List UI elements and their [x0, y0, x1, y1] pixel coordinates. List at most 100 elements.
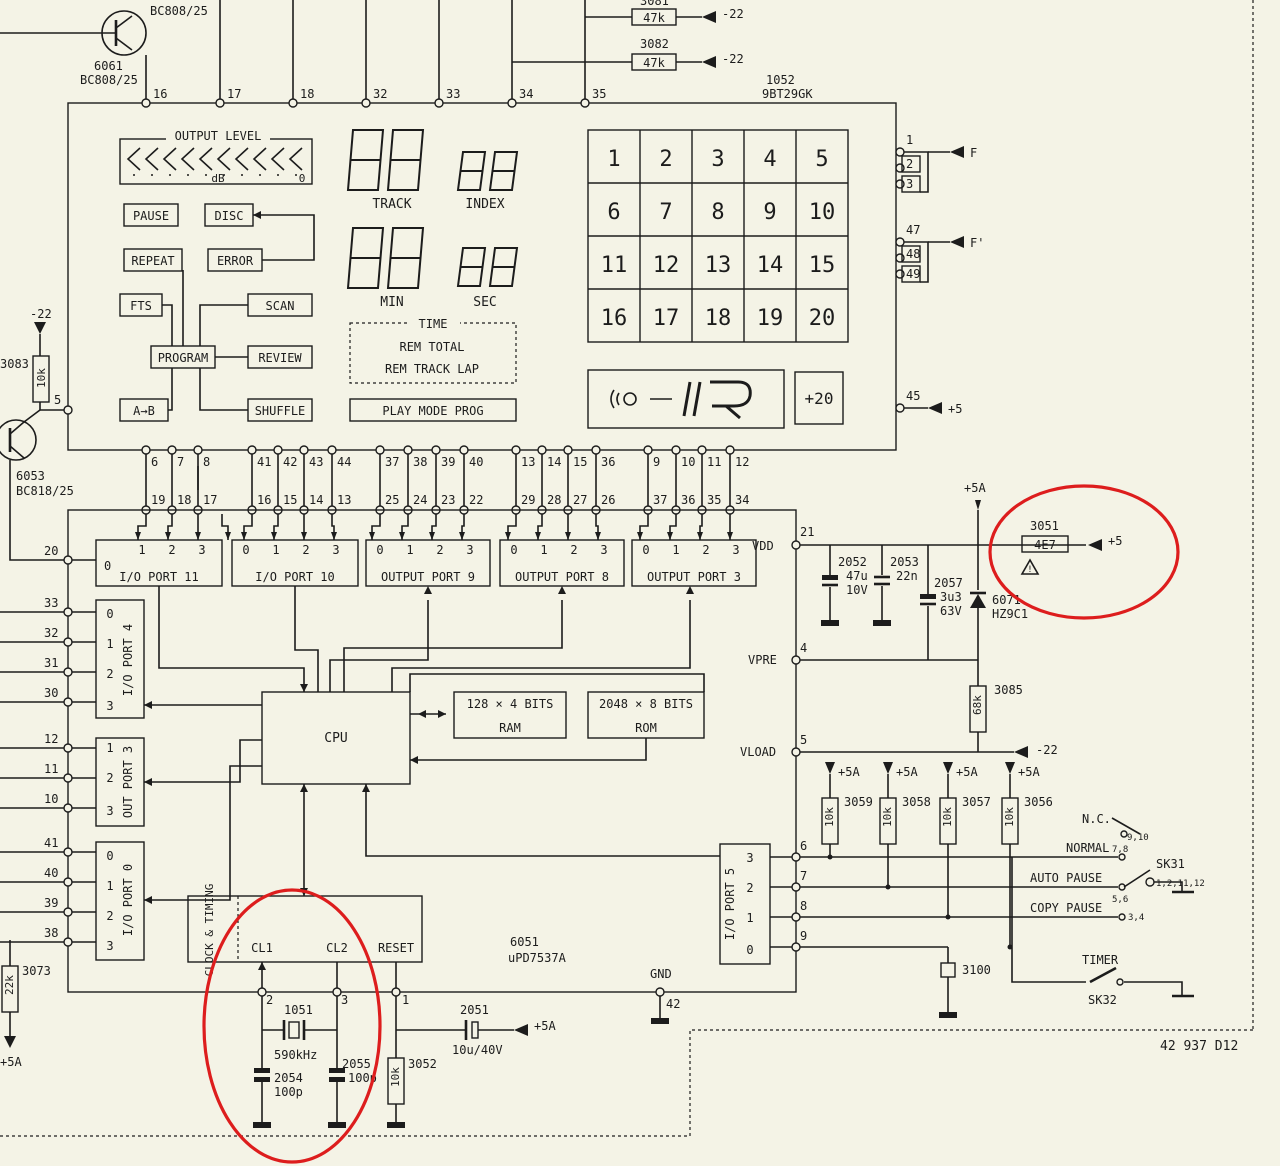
svg-text:2: 2 — [106, 909, 113, 923]
svg-text:OUTPUT PORT 9: OUTPUT PORT 9 — [381, 570, 475, 584]
display-pin-label: 7 — [177, 455, 184, 469]
grid-cell: 13 — [705, 253, 732, 278]
display-pin — [247, 445, 257, 455]
svg-text:9,10: 9,10 — [1127, 833, 1149, 843]
play-mode-indicator: PLAY MODE PROG — [349, 398, 517, 422]
svg-text:GND: GND — [650, 967, 672, 981]
svg-text:I/O PORT 11: I/O PORT 11 — [119, 570, 198, 584]
svg-text:3: 3 — [732, 543, 739, 557]
svg-text:!: ! — [1027, 565, 1032, 575]
svg-text:100p: 100p — [274, 1085, 303, 1099]
svg-text:I/O PORT 10: I/O PORT 10 — [255, 570, 334, 584]
mcu-left-pin — [63, 937, 73, 947]
mcu-pin-label: 29 — [521, 493, 535, 507]
level-chevron — [180, 147, 195, 171]
display-pin — [511, 445, 521, 455]
seven-segment-digit — [456, 247, 487, 287]
svg-text:I/O PORT 4: I/O PORT 4 — [121, 624, 135, 696]
svg-text:3073: 3073 — [22, 964, 51, 978]
pullup-ref: 3056 — [1024, 795, 1053, 809]
svg-text:8: 8 — [800, 899, 807, 913]
seven-segment-digit — [456, 151, 487, 191]
svg-text:47u: 47u — [846, 569, 868, 583]
svg-text:HZ9C1: HZ9C1 — [992, 607, 1028, 621]
highlight-ellipse-crystal — [202, 888, 382, 1164]
svg-text:10k: 10k — [1003, 807, 1016, 827]
svg-text:45: 45 — [906, 389, 920, 403]
display-pin-label: 11 — [707, 455, 721, 469]
svg-text:VPRE: VPRE — [748, 653, 777, 667]
mcu-left-pin — [63, 743, 73, 753]
svg-text:1: 1 — [106, 637, 113, 651]
mcu-left-pin-label: 32 — [44, 626, 58, 640]
indicator-scan: SCAN — [247, 293, 313, 317]
mcu-left-pin-label: 41 — [44, 836, 58, 850]
display-pin-label: 42 — [283, 455, 297, 469]
svg-text:REM TOTAL: REM TOTAL — [399, 340, 464, 354]
svg-text:21: 21 — [800, 525, 814, 539]
svg-text:2055: 2055 — [342, 1057, 371, 1071]
seven-segment-digit — [346, 227, 385, 289]
svg-text:1: 1 — [540, 543, 547, 557]
mcu-pin-label: 13 — [337, 493, 351, 507]
mcu-left-pin-label: 11 — [44, 762, 58, 776]
mode-switch-sk31: N.C. NORMAL AUTO PAUSE COPY PAUSE 9,10 7… — [800, 812, 1205, 923]
mcu-pin-label: 18 — [177, 493, 191, 507]
svg-text:PLAY MODE PROG: PLAY MODE PROG — [382, 404, 483, 418]
display-pin — [671, 445, 681, 455]
indicator-program: PROGRAM — [150, 345, 216, 369]
svg-text:REPEAT: REPEAT — [131, 254, 174, 268]
mcu-pin-label: 16 — [257, 493, 271, 507]
grid-cell: 17 — [653, 306, 680, 331]
svg-text:A→B: A→B — [133, 404, 155, 418]
mcu-left-pin — [63, 607, 73, 617]
svg-text:PAUSE: PAUSE — [133, 209, 169, 223]
mcu-pin-label: 17 — [203, 493, 217, 507]
mcu-pin-label: 34 — [735, 493, 749, 507]
mcu-left-pin — [63, 877, 73, 887]
grid-cell: 11 — [601, 253, 628, 278]
display-pin — [563, 445, 573, 455]
svg-text:10k: 10k — [389, 1067, 402, 1087]
svg-text:10k: 10k — [941, 807, 954, 827]
grid-cell: 4 — [763, 147, 776, 172]
display-pin — [167, 445, 177, 455]
svg-text:3082: 3082 — [640, 37, 669, 51]
svg-text:1: 1 — [402, 993, 409, 1007]
svg-text:6061: 6061 — [94, 59, 123, 73]
plus20-indicator: +20 — [794, 371, 844, 425]
svg-text:CL2: CL2 — [326, 941, 348, 955]
svg-text:1,2,11,12: 1,2,11,12 — [1156, 879, 1205, 889]
seven-segment-digit — [386, 227, 425, 289]
capacitor-2053: 2053 22n — [873, 545, 919, 626]
mcu-pin-label: 26 — [601, 493, 615, 507]
mcu-left-pin-label: 40 — [44, 866, 58, 880]
mcu-left-pin-label: 30 — [44, 686, 58, 700]
display-pin — [725, 445, 735, 455]
svg-text:9: 9 — [800, 929, 807, 943]
svg-text:I/O PORT 0: I/O PORT 0 — [121, 864, 135, 936]
svg-text:6: 6 — [800, 839, 807, 853]
svg-text:3100: 3100 — [962, 963, 991, 977]
svg-text:590kHz: 590kHz — [274, 1048, 317, 1062]
seven-segment-digit — [386, 129, 425, 191]
pullup-supply: +5A — [1018, 765, 1040, 779]
mcu-left-pin — [63, 637, 73, 647]
grid-cell: 2 — [659, 147, 672, 172]
mcu-part: uPD7537A — [508, 951, 567, 965]
display-pin — [375, 445, 385, 455]
svg-text:3: 3 — [600, 543, 607, 557]
crystal-circuit: 1051 590kHz 2054 100p 2055 100p +5A 2051… — [253, 996, 556, 1128]
pullup-supply: +5A — [956, 765, 978, 779]
svg-text:NORMAL: NORMAL — [1066, 841, 1109, 855]
svg-text:2: 2 — [906, 157, 913, 171]
index-label: INDEX — [465, 197, 504, 212]
display-pin — [193, 445, 203, 455]
